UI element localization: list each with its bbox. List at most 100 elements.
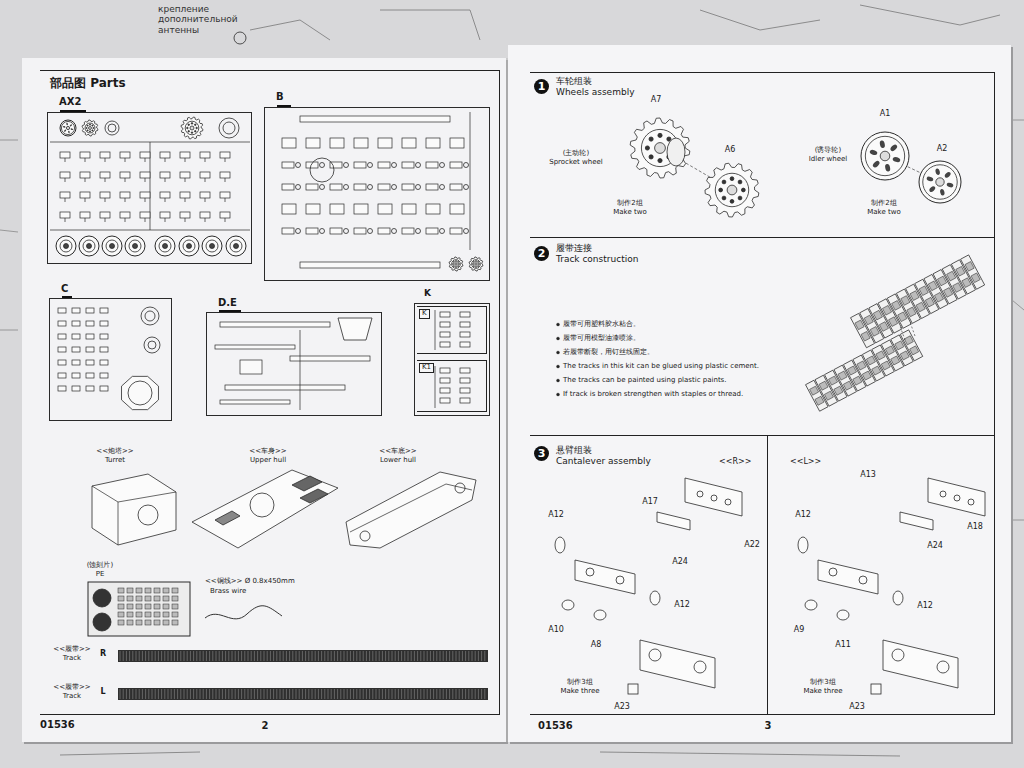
track-l-link: [228, 689, 229, 699]
track-r-link: [443, 651, 444, 661]
gate: [225, 198, 226, 202]
small-part: [200, 172, 210, 178]
track-r-link: [481, 651, 482, 661]
turret-edge: [92, 486, 176, 502]
track-r-link: [337, 651, 338, 661]
track-r-link: [414, 651, 415, 661]
track-segment-lower: [806, 330, 923, 411]
part-label: A17: [642, 497, 658, 506]
track-l-link: [123, 689, 124, 699]
small-part: [100, 308, 108, 313]
part-label: A10: [548, 625, 564, 634]
track-r-link: [398, 651, 399, 661]
part-label: Track: [63, 654, 81, 662]
small-part: [140, 172, 150, 178]
track-l-link: [254, 689, 255, 699]
hull-part: [282, 138, 296, 148]
part-label: <<履带>>: [53, 645, 90, 653]
arm-bar: [900, 512, 933, 530]
gate: [225, 218, 226, 222]
part-label: The tracks in this kit can be glued usin…: [563, 362, 759, 370]
part-label: A7: [651, 95, 662, 104]
hull-part: [282, 204, 296, 214]
track-l-link: [353, 689, 354, 699]
track-segment-upper-link: [961, 255, 985, 289]
track-r-link: [164, 651, 165, 661]
track-r-link: [472, 651, 473, 661]
small-gear-hole: [89, 124, 90, 125]
track-r-link: [388, 651, 389, 661]
gate: [85, 218, 86, 222]
part-label: (主动轮): [563, 149, 589, 157]
bullet-dot: [557, 337, 560, 340]
part-label: Brass wire: [210, 587, 246, 595]
assembled-arm: [883, 640, 958, 688]
washer-a12: [798, 537, 808, 553]
photo-etch-part: [163, 620, 169, 625]
small-part: [426, 228, 438, 234]
track-l-link: [414, 689, 415, 699]
left-page: [22, 58, 506, 742]
small-gear-hole: [92, 125, 93, 126]
road-wheel-rim: [106, 240, 118, 252]
track-l-link: [350, 689, 351, 699]
drive-gear-hole: [458, 263, 460, 265]
gate: [185, 218, 186, 222]
track-segment-upper-slot: [882, 305, 891, 315]
track-l-link: [296, 689, 297, 699]
photo-etch-part: [145, 596, 151, 601]
small-gear-hole: [86, 127, 87, 128]
track-l-link: [299, 689, 300, 699]
track-l-link: [161, 689, 162, 699]
part-label: Track: [63, 692, 81, 700]
track-l-link: [382, 689, 383, 699]
small-part: [440, 368, 450, 373]
small-part: [72, 360, 80, 365]
small-part: [100, 172, 110, 178]
sub-sprue-box: K: [417, 306, 487, 354]
drive-gear-hole: [477, 261, 479, 263]
sprue-frame: [47, 112, 252, 264]
photo-etch-part: [127, 596, 133, 601]
track-r-link: [328, 651, 329, 661]
gate: [205, 198, 206, 202]
part-label: If track is broken strengthen with stapl…: [563, 390, 743, 398]
small-part: [60, 212, 70, 218]
turret-floor: [122, 376, 159, 409]
track-l-link: [177, 689, 178, 699]
sheet-sketch: [60, 752, 200, 755]
track-l-link: [376, 689, 377, 699]
track-l-link: [360, 689, 361, 699]
track-l-link: [200, 689, 201, 699]
arm-boss: [649, 649, 661, 661]
track-segment-lower-slot: [810, 386, 819, 395]
photo-etch-part: [154, 604, 160, 609]
photo-etch-part: [154, 620, 160, 625]
hatch-part: [310, 158, 334, 182]
track-l-link: [283, 689, 284, 699]
track-segment-upper-slot: [910, 291, 919, 301]
round-part: [145, 311, 155, 321]
track-r-link: [411, 651, 412, 661]
photo-etch-fret: [88, 582, 190, 636]
track-r-link: [331, 651, 332, 661]
track-r-link: [353, 651, 354, 661]
sprocket-a6-hole: [741, 188, 745, 192]
sprue-box: AX2: [47, 96, 252, 264]
track-r-link: [289, 651, 290, 661]
gate: [105, 198, 106, 202]
track-l-link: [420, 689, 421, 699]
small-part: [378, 162, 390, 168]
photo-etch-part: [127, 620, 133, 625]
track-l-link: [430, 689, 431, 699]
road-wheel-slot: [63, 126, 66, 128]
bullet-dot: [557, 365, 560, 368]
track-l-link: [366, 689, 367, 699]
track-r-link: [136, 651, 137, 661]
track-r-link: [456, 651, 457, 661]
drive-gear-hole: [452, 263, 454, 265]
small-part: [426, 162, 438, 168]
track-l-link: [120, 689, 121, 699]
drive-gear: [449, 257, 463, 271]
drive-gear-hole: [475, 266, 477, 268]
